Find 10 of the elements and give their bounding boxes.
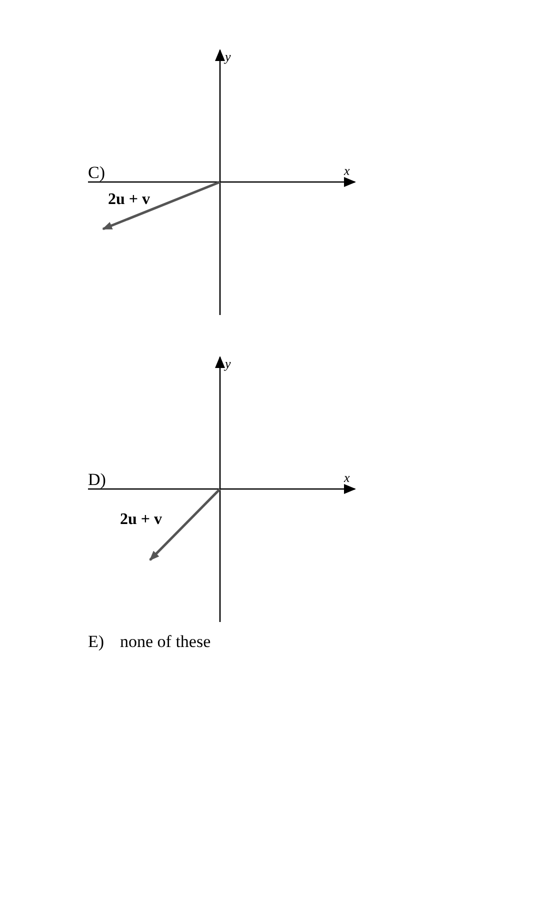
axis-label: x [344, 471, 350, 484]
axis-label: x [344, 164, 350, 177]
option-letter: D) [88, 471, 106, 488]
axis-label: y [225, 357, 231, 370]
vector-label: 2u + v [108, 192, 150, 208]
option-text: none of these [120, 633, 211, 650]
option-letter: E) [88, 633, 104, 650]
axis-label: y [225, 50, 231, 63]
vector-label: 2u + v [120, 512, 162, 528]
option-letter: C) [88, 164, 105, 181]
